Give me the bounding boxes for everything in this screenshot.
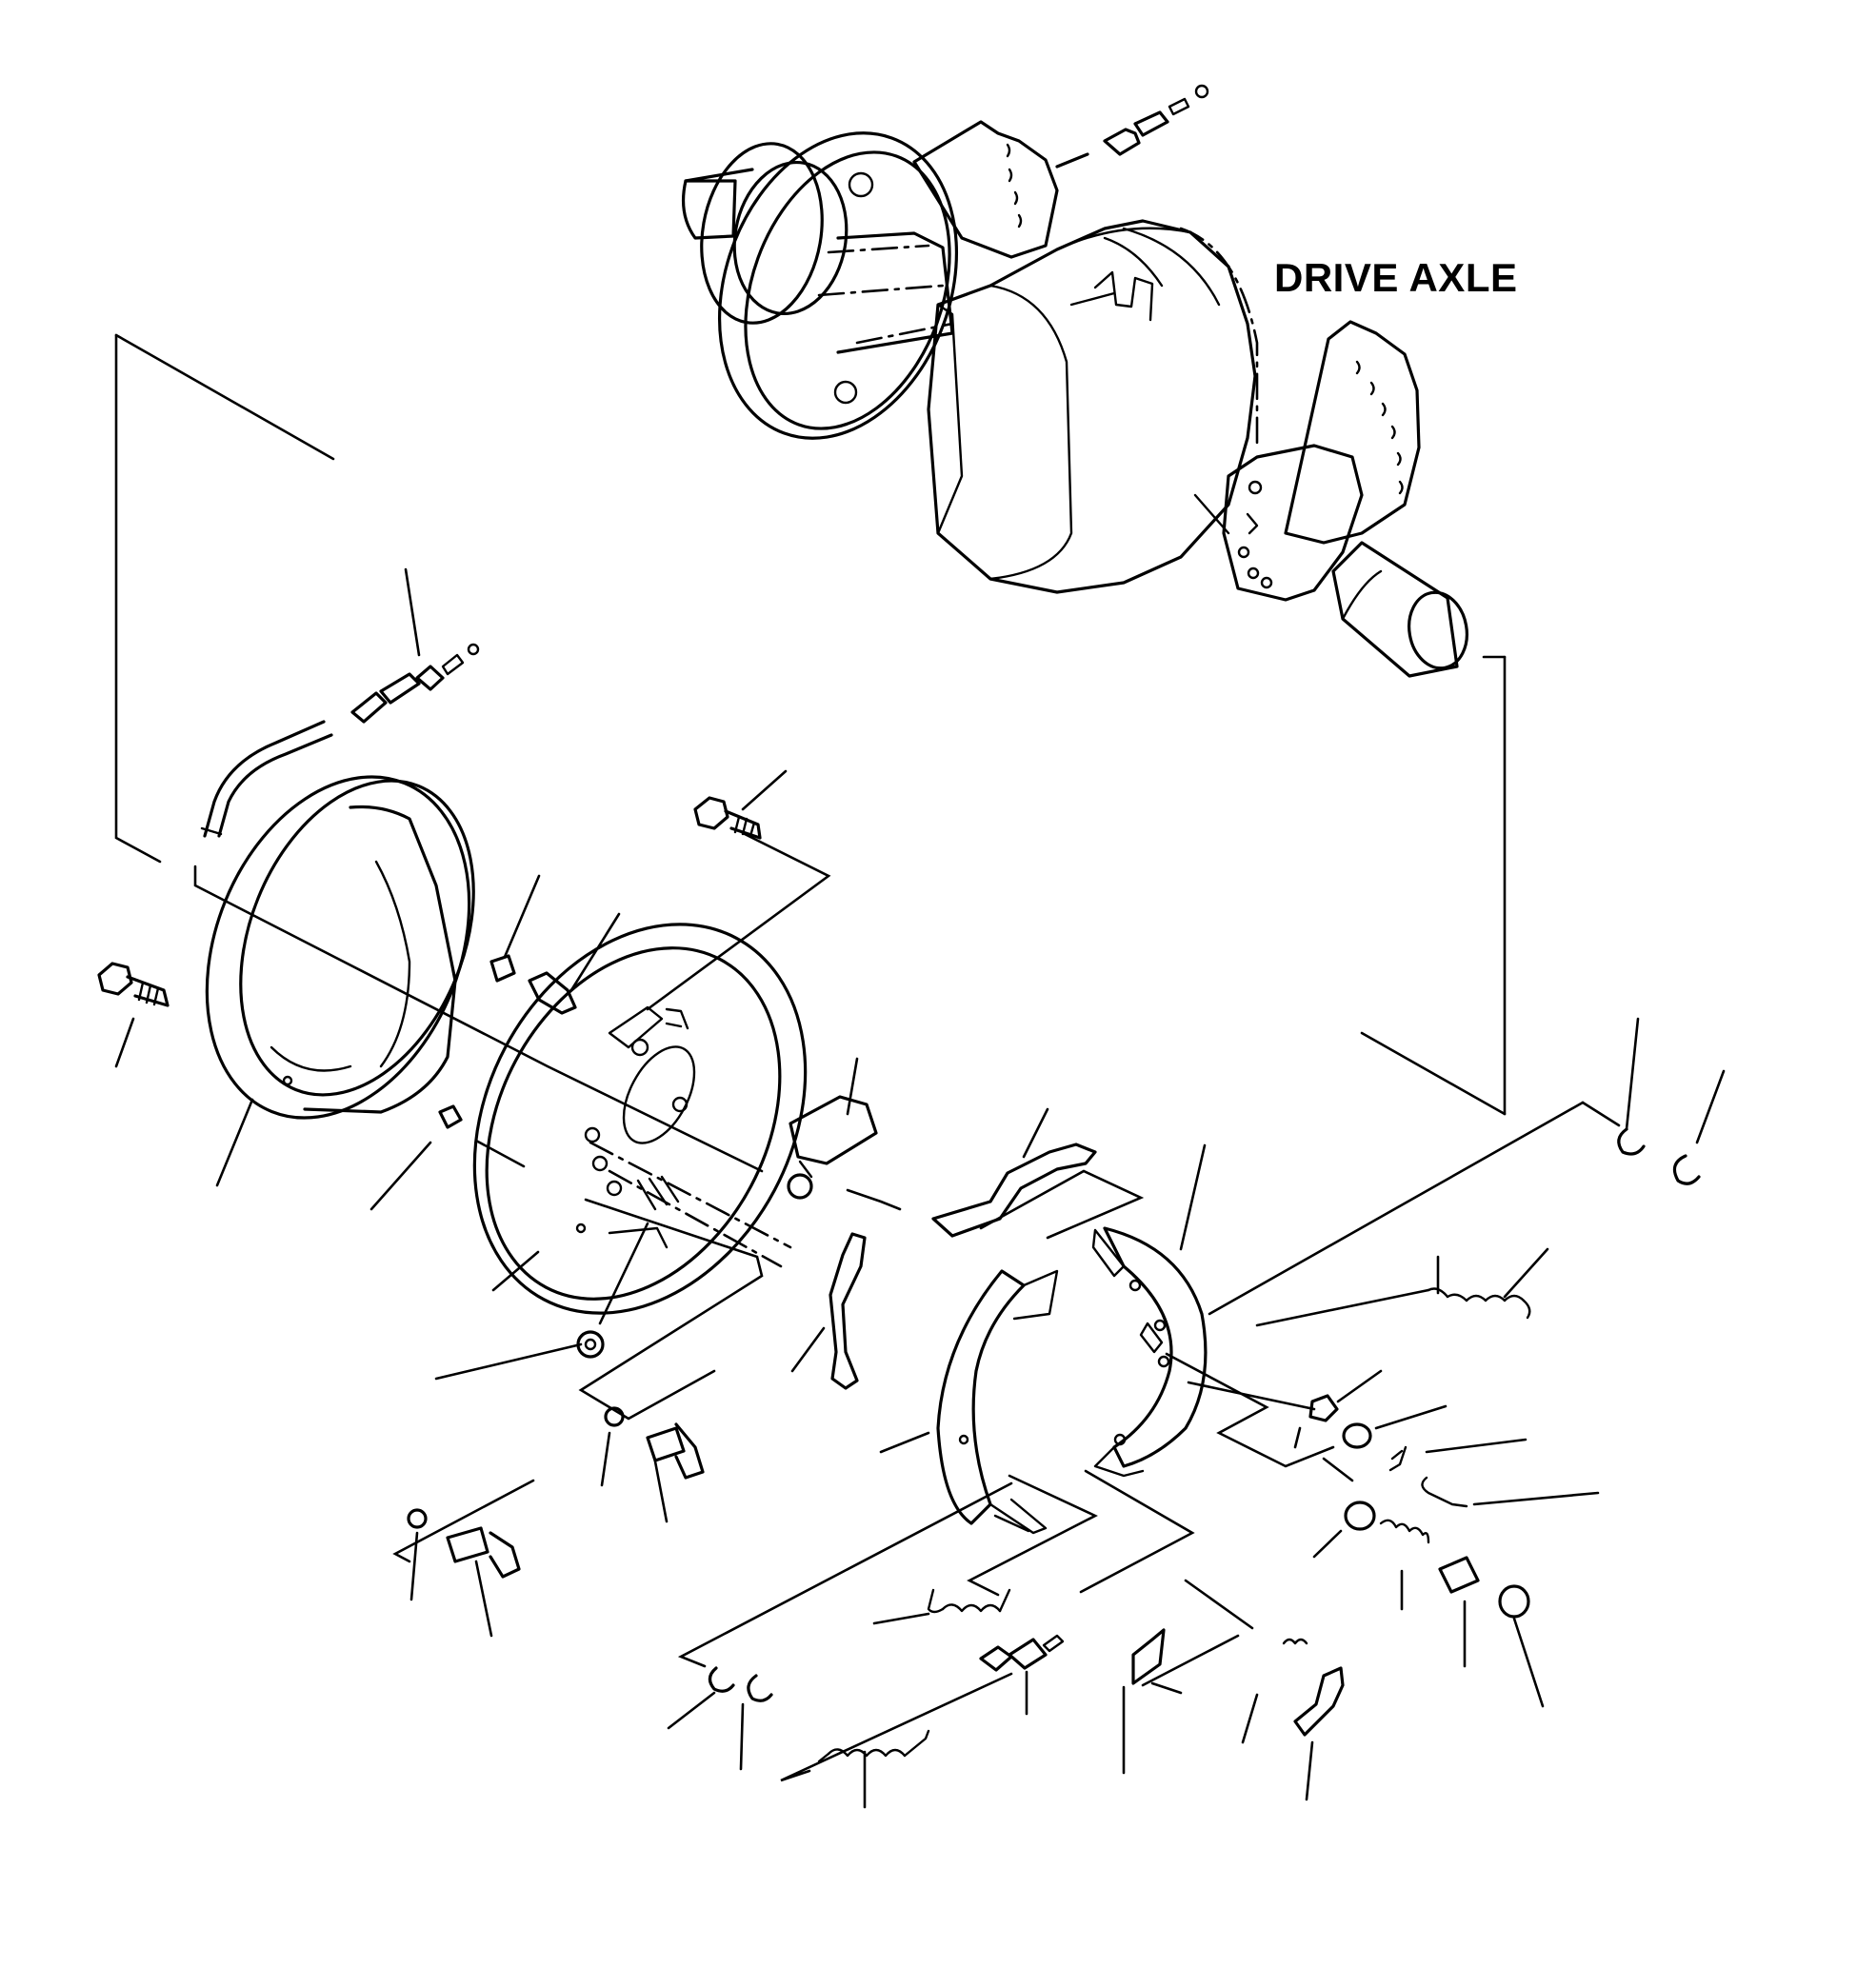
small-spring (1282, 1638, 1308, 1645)
return-spring (1446, 1293, 1526, 1302)
washer-3 (407, 1508, 428, 1529)
bolt-2 (646, 1422, 705, 1480)
brake-drum (205, 775, 475, 1120)
parking-lever (931, 1143, 1097, 1238)
backing-plate-bolt (693, 796, 762, 840)
small-parts (97, 643, 1701, 1763)
brake-shoe-right (1091, 1226, 1208, 1478)
pin (1421, 1476, 1468, 1508)
c-clip (1672, 1154, 1701, 1185)
spring-hook (927, 1588, 945, 1614)
e-clip-2 (708, 1666, 735, 1693)
hose-fitting (350, 643, 480, 724)
nut (1308, 1394, 1339, 1422)
bolt-3 (446, 1526, 521, 1579)
coil-spring (1379, 1519, 1430, 1544)
plug (438, 1104, 463, 1129)
adjuster-plate (1131, 1628, 1166, 1685)
drum-bolt (97, 962, 170, 1007)
hold-down-spring (941, 1603, 1002, 1613)
backing-plate (472, 923, 808, 1315)
washer-4 (1342, 1422, 1372, 1449)
bleeder-screw (528, 971, 577, 1015)
spring-cup (1344, 1501, 1376, 1531)
adjuster-lever (829, 1232, 867, 1390)
adjuster-screw (979, 1634, 1065, 1672)
leader-lines (114, 567, 1726, 1809)
hold-down-pin (1438, 1556, 1480, 1594)
retainer (1498, 1584, 1530, 1619)
c-clip-2 (747, 1674, 773, 1702)
diagram-title: DRIVE AXLE (1274, 255, 1518, 300)
adjuster-latch (1293, 1666, 1345, 1737)
e-clip (1617, 1127, 1646, 1156)
bleeder-cap (489, 954, 516, 983)
wheel-cylinder (789, 1095, 878, 1165)
assembly-lines (114, 333, 1621, 1782)
brake-hose (203, 720, 326, 838)
washer-2 (604, 1406, 625, 1427)
drive-axle-housing (681, 84, 1468, 678)
brake-shoe-left (936, 1269, 1059, 1535)
